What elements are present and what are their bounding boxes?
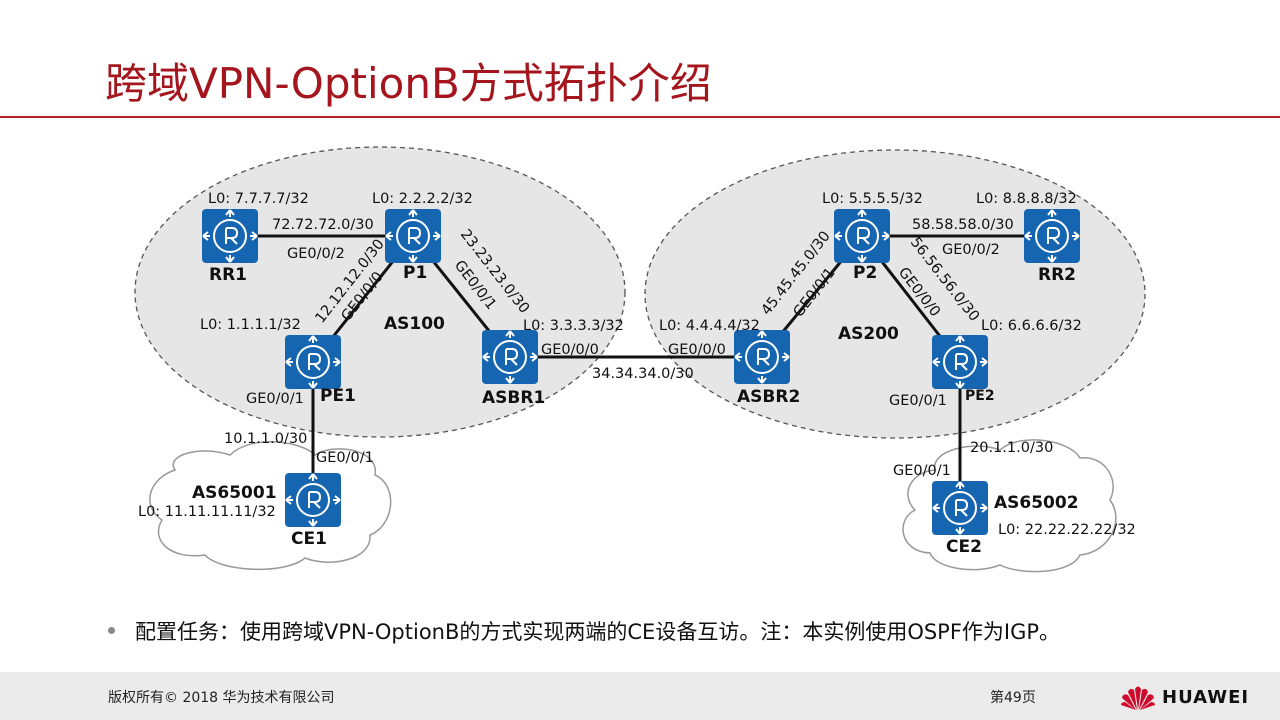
router-asbr1-icon[interactable] xyxy=(481,329,539,385)
pe1-name: PE1 xyxy=(320,386,356,406)
pe2-ce2-interface-pe: GE0/0/1 xyxy=(889,393,947,409)
ce1-loopback: L0: 11.11.11.11/32 xyxy=(138,504,276,520)
asbr1-interface: GE0/0/0 xyxy=(541,342,599,358)
router-ce2-icon[interactable] xyxy=(931,480,989,536)
p2-loopback: L0: 5.5.5.5/32 xyxy=(822,191,923,207)
router-rr2-icon[interactable] xyxy=(1023,208,1081,264)
huawei-logo: HUAWEI xyxy=(1120,683,1249,711)
pe1-loopback: L0: 1.1.1.1/32 xyxy=(200,317,301,333)
title-divider xyxy=(0,116,1280,118)
slide-title: 跨域VPN-OptionB方式拓扑介绍 xyxy=(105,59,712,108)
bullet-icon xyxy=(108,626,115,634)
pe2-name: PE2 xyxy=(965,388,995,404)
customer-cloud-right xyxy=(902,439,1117,573)
pe1-ce1-interface-pe: GE0/0/1 xyxy=(246,391,304,407)
page-number: 第49页 xyxy=(990,690,1036,706)
router-p2-icon[interactable] xyxy=(833,208,891,264)
rr2-loopback: L0: 8.8.8.8/32 xyxy=(976,191,1077,207)
asbr1-asbr2-subnet: 34.34.34.0/30 xyxy=(592,366,694,382)
task-text: 配置任务：使用跨域VPN-OptionB的方式实现两端的CE设备互访。注：本实例… xyxy=(135,620,1061,644)
copyright-text: 版权所有© 2018 华为技术有限公司 xyxy=(108,690,335,706)
asbr1-name: ASBR1 xyxy=(482,388,545,408)
brand-name: HUAWEI xyxy=(1162,686,1250,708)
pe2-ce2-interface-ce: GE0/0/1 xyxy=(893,463,951,479)
ce2-loopback: L0: 22.22.22.22/32 xyxy=(998,522,1136,538)
asbr1-loopback: L0: 3.3.3.3/32 xyxy=(523,318,624,334)
pe2-loopback: L0: 6.6.6.6/32 xyxy=(981,318,1082,334)
huawei-petals-icon xyxy=(1121,686,1155,710)
as65002-label: AS65002 xyxy=(994,493,1079,513)
rr1-p1-interface: GE0/0/2 xyxy=(287,246,345,262)
p2-rr2-subnet: 58.58.58.0/30 xyxy=(912,217,1014,233)
rr2-name: RR2 xyxy=(1038,265,1076,285)
rr1-loopback: L0: 7.7.7.7/32 xyxy=(208,191,309,207)
router-rr1-icon[interactable] xyxy=(201,208,259,264)
router-ce1-icon[interactable] xyxy=(284,472,342,528)
router-p1-icon[interactable] xyxy=(384,208,442,264)
rr1-name: RR1 xyxy=(209,265,247,285)
asbr2-name: ASBR2 xyxy=(737,387,800,407)
router-asbr2-icon[interactable] xyxy=(733,329,791,385)
ce1-name: CE1 xyxy=(291,529,327,549)
rr1-p1-subnet: 72.72.72.0/30 xyxy=(272,217,374,233)
router-pe1-icon[interactable] xyxy=(284,334,342,390)
asbr2-loopback: L0: 4.4.4.4/32 xyxy=(659,318,760,334)
as100-label: AS100 xyxy=(384,314,445,334)
p2-name: P2 xyxy=(853,263,877,283)
as200-label: AS200 xyxy=(838,324,899,344)
footer-bar: 版权所有© 2018 华为技术有限公司 第49页 HUAWEI xyxy=(0,672,1280,720)
pe1-ce1-subnet: 10.1.1.0/30 xyxy=(224,431,307,447)
ce2-name: CE2 xyxy=(946,537,982,557)
pe2-ce2-subnet: 20.1.1.0/30 xyxy=(970,440,1053,456)
task-bullet: 配置任务：使用跨域VPN-OptionB的方式实现两端的CE设备互访。注：本实例… xyxy=(108,616,1060,646)
network-topology-diagram: AS100 AS200 AS65001 AS65002 RR1 P1 PE1 A… xyxy=(134,146,1146,573)
router-pe2-icon[interactable] xyxy=(931,334,989,390)
p2-rr2-interface: GE0/0/2 xyxy=(942,242,1000,258)
as65001-label: AS65001 xyxy=(192,483,277,503)
p1-name: P1 xyxy=(403,263,427,283)
p1-loopback: L0: 2.2.2.2/32 xyxy=(372,191,473,207)
pe1-ce1-interface-ce: GE0/0/1 xyxy=(316,450,374,466)
asbr2-interface: GE0/0/0 xyxy=(668,342,726,358)
